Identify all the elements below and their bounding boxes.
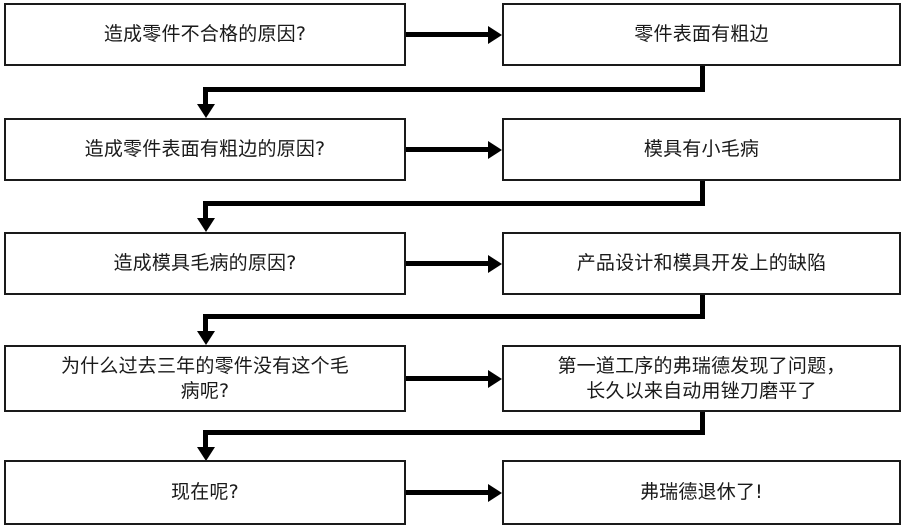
arrow-line-q3-to-a3 bbox=[406, 261, 488, 266]
answer-box-2[interactable]: 模具有小毛病 bbox=[502, 118, 901, 181]
arrow-line-q4-to-a4 bbox=[406, 376, 488, 381]
answer-box-3[interactable]: 产品设计和模具开发上的缺陷 bbox=[502, 232, 901, 295]
elbow-2-horizontal bbox=[203, 201, 705, 206]
elbow-2-vertical-left bbox=[203, 201, 208, 220]
arrowhead-elbow-3 bbox=[196, 331, 215, 345]
arrowhead-q5-to-a5 bbox=[488, 483, 502, 502]
arrowhead-q1-to-a1 bbox=[488, 25, 502, 44]
question-box-3[interactable]: 造成模具毛病的原因? bbox=[4, 232, 406, 295]
arrow-line-q5-to-a5 bbox=[406, 490, 488, 495]
arrowhead-q2-to-a2 bbox=[488, 140, 502, 159]
arrowhead-elbow-2 bbox=[196, 218, 215, 232]
arrowhead-q4-to-a4 bbox=[488, 369, 502, 388]
question-box-5[interactable]: 现在呢? bbox=[4, 460, 406, 525]
question-box-1[interactable]: 造成零件不合格的原因? bbox=[4, 3, 406, 66]
arrow-line-q1-to-a1 bbox=[406, 32, 488, 37]
answer-box-4[interactable]: 第一道工序的弗瑞德发现了问题， 长久以来自动用锉刀磨平了 bbox=[502, 345, 901, 412]
elbow-3-vertical-right bbox=[700, 295, 705, 319]
answer-box-5[interactable]: 弗瑞德退休了! bbox=[502, 460, 901, 525]
elbow-4-vertical-right bbox=[700, 412, 705, 435]
question-box-4[interactable]: 为什么过去三年的零件没有这个毛 病呢? bbox=[4, 345, 406, 412]
arrow-line-q2-to-a2 bbox=[406, 147, 488, 152]
elbow-1-vertical-right bbox=[700, 66, 705, 92]
elbow-1-vertical-left bbox=[203, 87, 208, 106]
elbow-4-vertical-left bbox=[203, 430, 208, 449]
elbow-3-horizontal bbox=[203, 314, 705, 319]
arrowhead-elbow-4 bbox=[196, 447, 215, 461]
elbow-2-vertical-right bbox=[700, 181, 705, 206]
elbow-3-vertical-left bbox=[203, 314, 208, 333]
answer-box-1[interactable]: 零件表面有粗边 bbox=[502, 3, 901, 66]
arrowhead-q3-to-a3 bbox=[488, 254, 502, 273]
question-box-2[interactable]: 造成零件表面有粗边的原因? bbox=[4, 118, 406, 181]
elbow-4-horizontal bbox=[203, 430, 705, 435]
elbow-1-horizontal bbox=[203, 87, 705, 92]
arrowhead-elbow-1 bbox=[196, 104, 215, 118]
